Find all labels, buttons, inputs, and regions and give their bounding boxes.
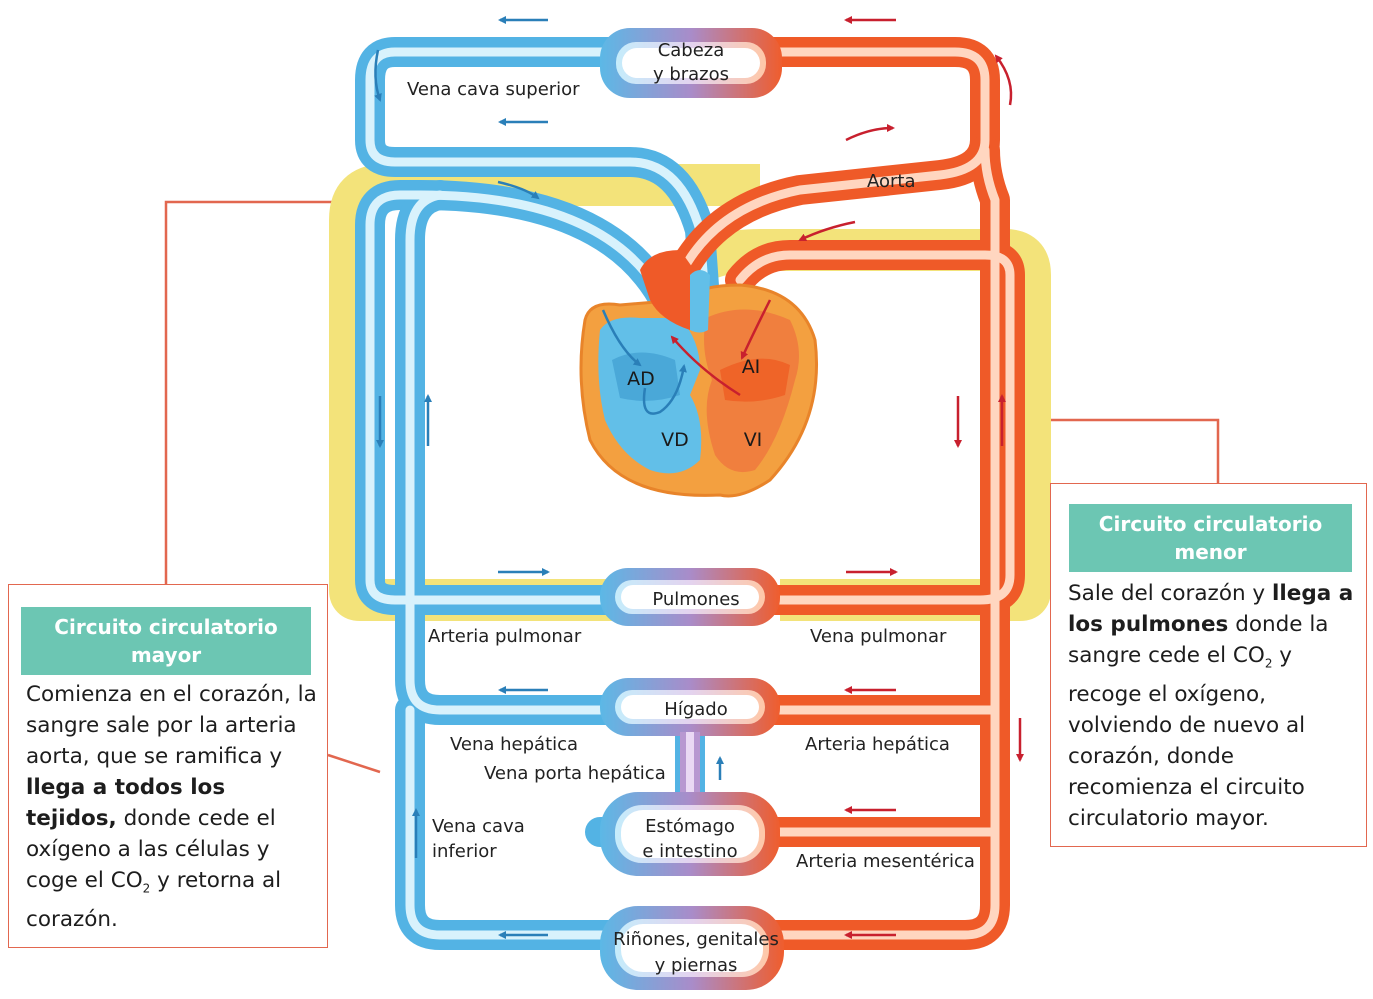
red-flow-arrows <box>670 16 1024 939</box>
label-mesenteric-artery: Arteria mesentérica <box>796 851 975 872</box>
minor-circuit-text: Sale del corazón y llega a los pulmones … <box>1068 581 1354 832</box>
minor-circuit-title: Circuito circulatorio menor <box>1069 504 1352 572</box>
label-left-ventricle: VI <box>744 429 763 451</box>
label-left-atrium: AI <box>742 356 761 378</box>
label-hepatic-vein: Vena hepática <box>450 734 578 755</box>
label-right-ventricle: VD <box>661 429 689 451</box>
label-lungs: Pulmones <box>652 589 739 610</box>
label-stomach-2: e intestino <box>642 841 737 862</box>
major-circuit-box: Circuito circulatorio mayor Comienza en … <box>8 584 328 948</box>
label-head-arms-1: Cabeza <box>658 40 725 61</box>
major-circuit-title: Circuito circulatorio mayor <box>21 607 311 675</box>
label-head-arms-2: y brazos <box>653 64 729 85</box>
heart <box>579 250 819 498</box>
label-hepatic-artery: Arteria hepática <box>805 734 950 755</box>
label-inferior-vena-cava-1: Vena cava <box>432 816 525 837</box>
blue-flow-arrows <box>374 16 724 939</box>
label-inferior-vena-cava-2: inferior <box>432 841 497 862</box>
arteries <box>655 37 1025 950</box>
label-right-atrium: AD <box>627 368 655 390</box>
capillary-beds <box>600 28 784 990</box>
label-aorta: Aorta <box>867 171 916 192</box>
label-superior-vena-cava: Vena cava superior <box>407 79 580 100</box>
label-kidneys-1: Riñones, genitales <box>613 929 779 950</box>
label-kidneys-2: y piernas <box>655 955 738 976</box>
label-stomach-1: Estómago <box>645 816 735 837</box>
label-pulmonary-vein: Vena pulmonar <box>810 626 947 647</box>
label-hepatic-portal-vein: Vena porta hepática <box>484 763 666 784</box>
major-circuit-text: Comienza en el corazón, la sangre sale p… <box>26 682 317 933</box>
label-liver: Hígado <box>664 699 727 720</box>
label-pulmonary-artery: Arteria pulmonar <box>428 626 582 647</box>
minor-circuit-box: Circuito circulatorio menor Sale del cor… <box>1050 483 1367 847</box>
